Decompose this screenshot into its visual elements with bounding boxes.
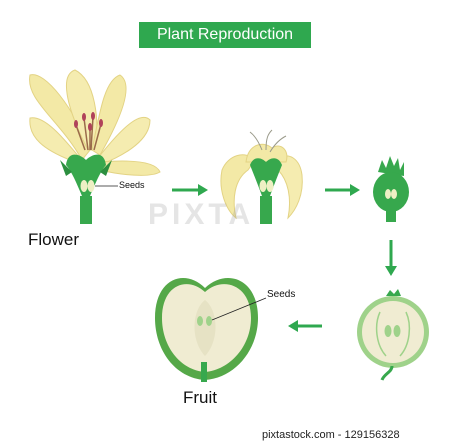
wilted-flower-illustration — [220, 129, 303, 224]
stock-id: pixtastock.com - 129156328 — [262, 429, 400, 441]
young-fruit-illustration — [373, 156, 409, 222]
arrow-wilted-to-young-fruit — [325, 184, 360, 196]
seeds-label-flower: Seeds — [119, 180, 145, 190]
flower-illustration — [29, 69, 161, 224]
watermark: PIXTA — [148, 198, 255, 231]
arrow-developing-to-fruit — [288, 320, 322, 332]
seeds-label-fruit: Seeds — [267, 289, 296, 300]
flower-label: Flower — [28, 230, 80, 249]
fruit-illustration — [155, 278, 267, 382]
diagram-title: Plant Reproduction — [139, 22, 311, 48]
arrow-young-to-developing — [385, 240, 397, 276]
developing-fruit-illustration — [357, 289, 429, 381]
fruit-label: Fruit — [183, 388, 217, 407]
arrow-flower-to-wilted — [172, 184, 208, 196]
